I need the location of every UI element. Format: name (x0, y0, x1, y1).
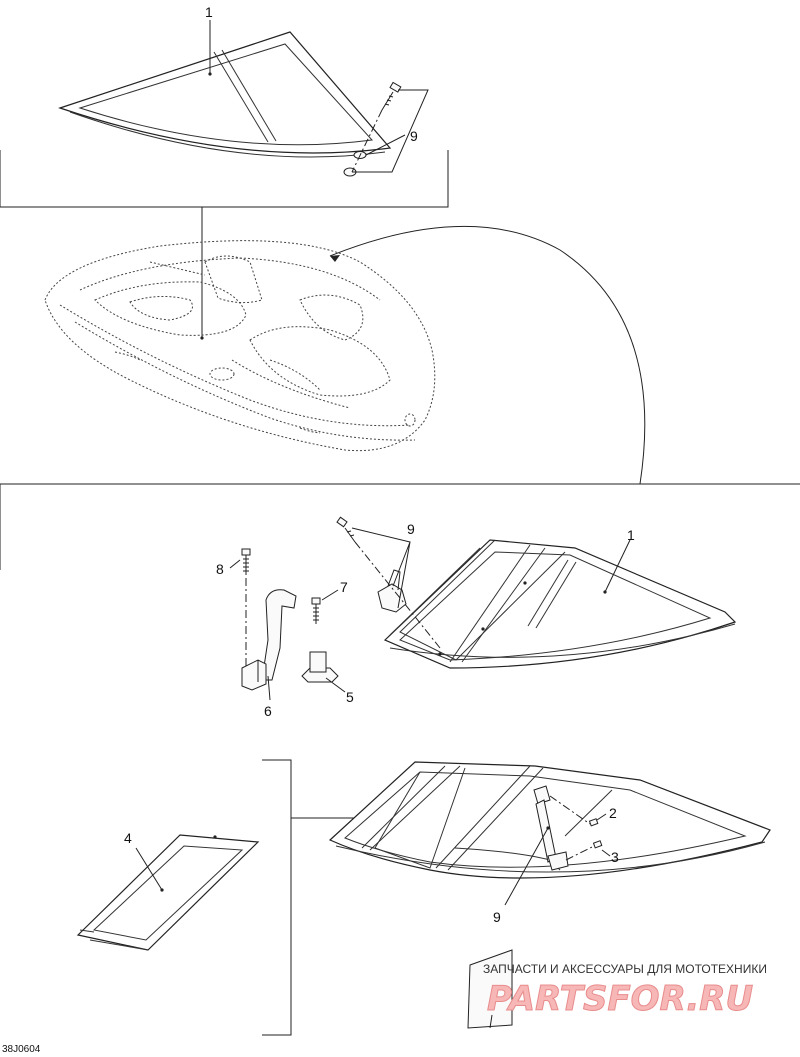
windshield-divider-edge (221, 49, 277, 142)
windshield-lower-trim (69, 111, 386, 158)
boat-outline (44, 240, 436, 452)
middle-windshield-assembly (383, 539, 737, 669)
panel-part-4 (76, 834, 260, 951)
callout-7: 7 (340, 579, 348, 595)
callout-1-mid: 1 (627, 527, 635, 543)
leader-dot (200, 336, 204, 340)
top-windshield-assembly (58, 20, 429, 177)
callout-6: 6 (264, 703, 272, 719)
leader-boat-to-assembly (329, 226, 646, 485)
screw-top (381, 81, 402, 111)
callout-9-bottom: 9 (493, 909, 501, 925)
windshield-outer-frame (58, 31, 392, 154)
screw-axis (351, 109, 383, 173)
callout-1-top: 1 (205, 4, 213, 20)
watermark-logo: PARTSFOR.RU (487, 979, 753, 1019)
latch-arm-6 (241, 589, 297, 701)
callout-3: 3 (611, 849, 619, 865)
support-strut (504, 785, 611, 906)
leader-9-top (352, 89, 429, 173)
pad-block-5 (301, 651, 346, 693)
bracket-bottom (262, 759, 292, 1036)
callout-4: 4 (124, 830, 132, 846)
leader-dot (208, 72, 212, 76)
arrowhead-icon (330, 255, 340, 262)
watermark: ЗАПЧАСТИ И АКСЕССУАРЫ ДЛЯ МОТОТЕХНИКИ PA… (467, 949, 767, 1029)
windshield-inner-edge (78, 43, 374, 146)
hinge-bracket-mid (336, 516, 441, 649)
callout-5: 5 (346, 689, 354, 705)
screw-3 (592, 840, 611, 857)
callout-2: 2 (609, 805, 617, 821)
callout-9-mid: 9 (407, 521, 415, 537)
bracket-middle (0, 483, 800, 570)
bottom-windshield-assembly (328, 761, 771, 879)
windshield-divider (213, 51, 269, 143)
callout-9-top: 9 (410, 128, 418, 144)
bracket-top (0, 150, 449, 208)
callout-8: 8 (216, 561, 224, 577)
screw-8 (229, 548, 251, 575)
screw-2 (588, 813, 607, 827)
watermark-caption: ЗАПЧАСТИ И АКСЕССУАРЫ ДЛЯ МОТОТЕХНИКИ (483, 962, 767, 976)
screw-7 (311, 589, 339, 624)
reference-code: 38J0604 (2, 1044, 41, 1055)
